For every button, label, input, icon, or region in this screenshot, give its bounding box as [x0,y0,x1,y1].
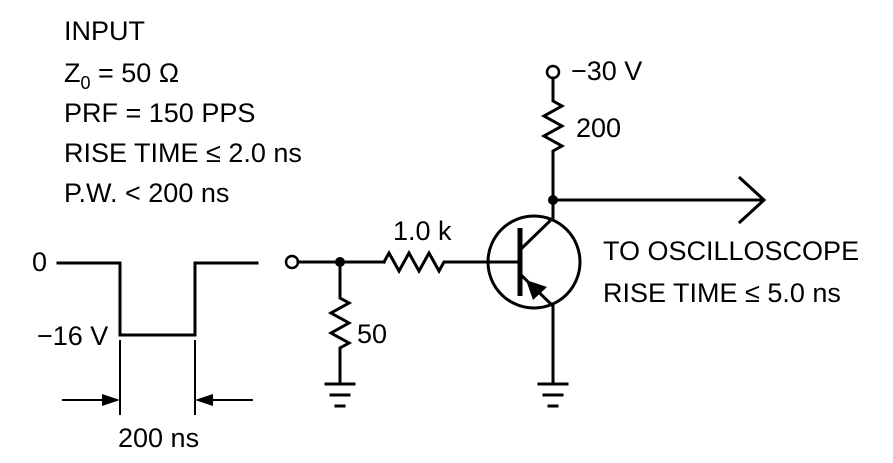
output-arrow-icon [737,175,767,225]
collector-resistor-icon [540,76,566,204]
pulse-trace [56,261,259,337]
pulse-waveform: 0 −16 V 200 ns [32,247,259,453]
input-network: 50 1.0 k [284,216,522,408]
series-resistor-icon [381,249,522,275]
input-rise-time-spec: RISE TIME ≤ 2.0 ns [64,138,302,168]
impedance-spec: Z0 = 50 Ω [64,58,179,93]
pulse-width-spec: P.W. < 200 ns [64,178,229,208]
prf-spec: PRF = 150 PPS [64,98,255,128]
series-resistor-label: 1.0 k [393,216,452,246]
pnp-transistor-icon [486,200,582,408]
supply-voltage-label: −30 V [571,56,642,86]
output-destination-label: TO OSCILLOSCOPE [603,236,859,266]
emitter-arrow-icon [526,280,547,300]
impedance-value: = 50 Ω [91,58,180,88]
width-arrow-right-head [195,394,213,406]
collector-resistor-label: 200 [576,113,621,143]
input-title: INPUT [64,16,145,46]
waveform-low-label: −16 V [37,321,108,351]
output-rise-time-label: RISE TIME ≤ 5.0 ns [603,278,841,308]
waveform-width-label: 200 ns [118,423,199,453]
supply-terminal-icon [545,64,561,80]
width-arrow-left-head [102,394,120,406]
transistor-collector-lead [517,200,555,253]
termination-resistor-icon [327,260,353,385]
termination-ground-icon [324,382,356,408]
emitter-ground-icon [537,382,569,408]
input-terminal-icon [284,254,300,270]
waveform-zero-label: 0 [32,247,47,277]
input-spec-block: INPUT Z0 = 50 Ω PRF = 150 PPS RISE TIME … [64,16,302,208]
collector-network: −30 V 200 TO OSCILLOSCOPE RISE TIME ≤ 5.… [540,56,859,308]
transistor-envelope [486,214,582,310]
impedance-subscript: 0 [81,73,91,93]
termination-resistor-label: 50 [357,319,387,349]
impedance-symbol: Z [64,58,81,88]
